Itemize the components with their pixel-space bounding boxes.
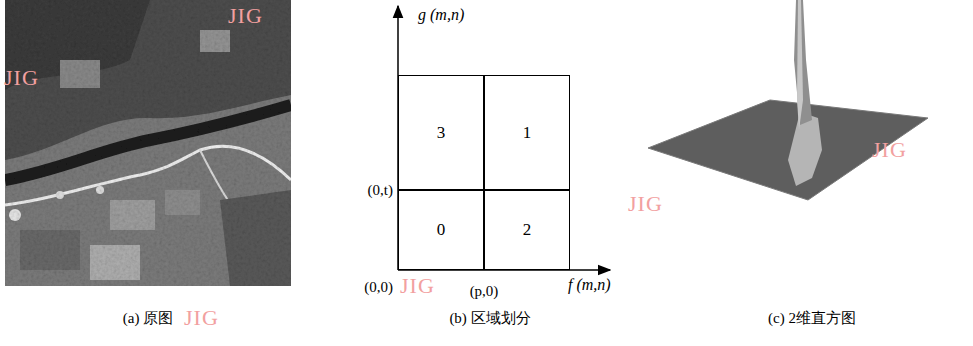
watermark: JIG: [228, 4, 263, 28]
watermark: JIG: [628, 192, 663, 216]
axis-label: f (m,n): [568, 276, 611, 294]
caption: (b) 区域划分: [449, 310, 530, 327]
region-box: 2: [484, 190, 570, 270]
histogram-3d: [648, 0, 928, 200]
region-number: 1: [523, 123, 532, 143]
region-number: 3: [437, 123, 446, 143]
coordinate-label: (0,t): [368, 182, 393, 199]
region-number: 2: [523, 220, 532, 240]
caption: (a) 原图: [123, 310, 173, 327]
caption: (c) 2维直方图: [768, 310, 856, 327]
watermark: JIG: [872, 138, 907, 162]
region-number: 0: [437, 220, 446, 240]
coordinate-label: (p,0): [470, 283, 499, 300]
watermark: JIG: [400, 274, 435, 298]
region-box: 1: [484, 75, 570, 190]
region-box: 3: [398, 75, 484, 190]
watermark: JIG: [4, 66, 39, 90]
coordinate-label: (0,0): [364, 279, 393, 296]
region-box: 0: [398, 190, 484, 270]
aerial-photo: [5, 0, 291, 286]
watermark: JIG: [184, 306, 219, 330]
axes: [398, 6, 610, 270]
axis-label: g (m,n): [418, 6, 464, 24]
